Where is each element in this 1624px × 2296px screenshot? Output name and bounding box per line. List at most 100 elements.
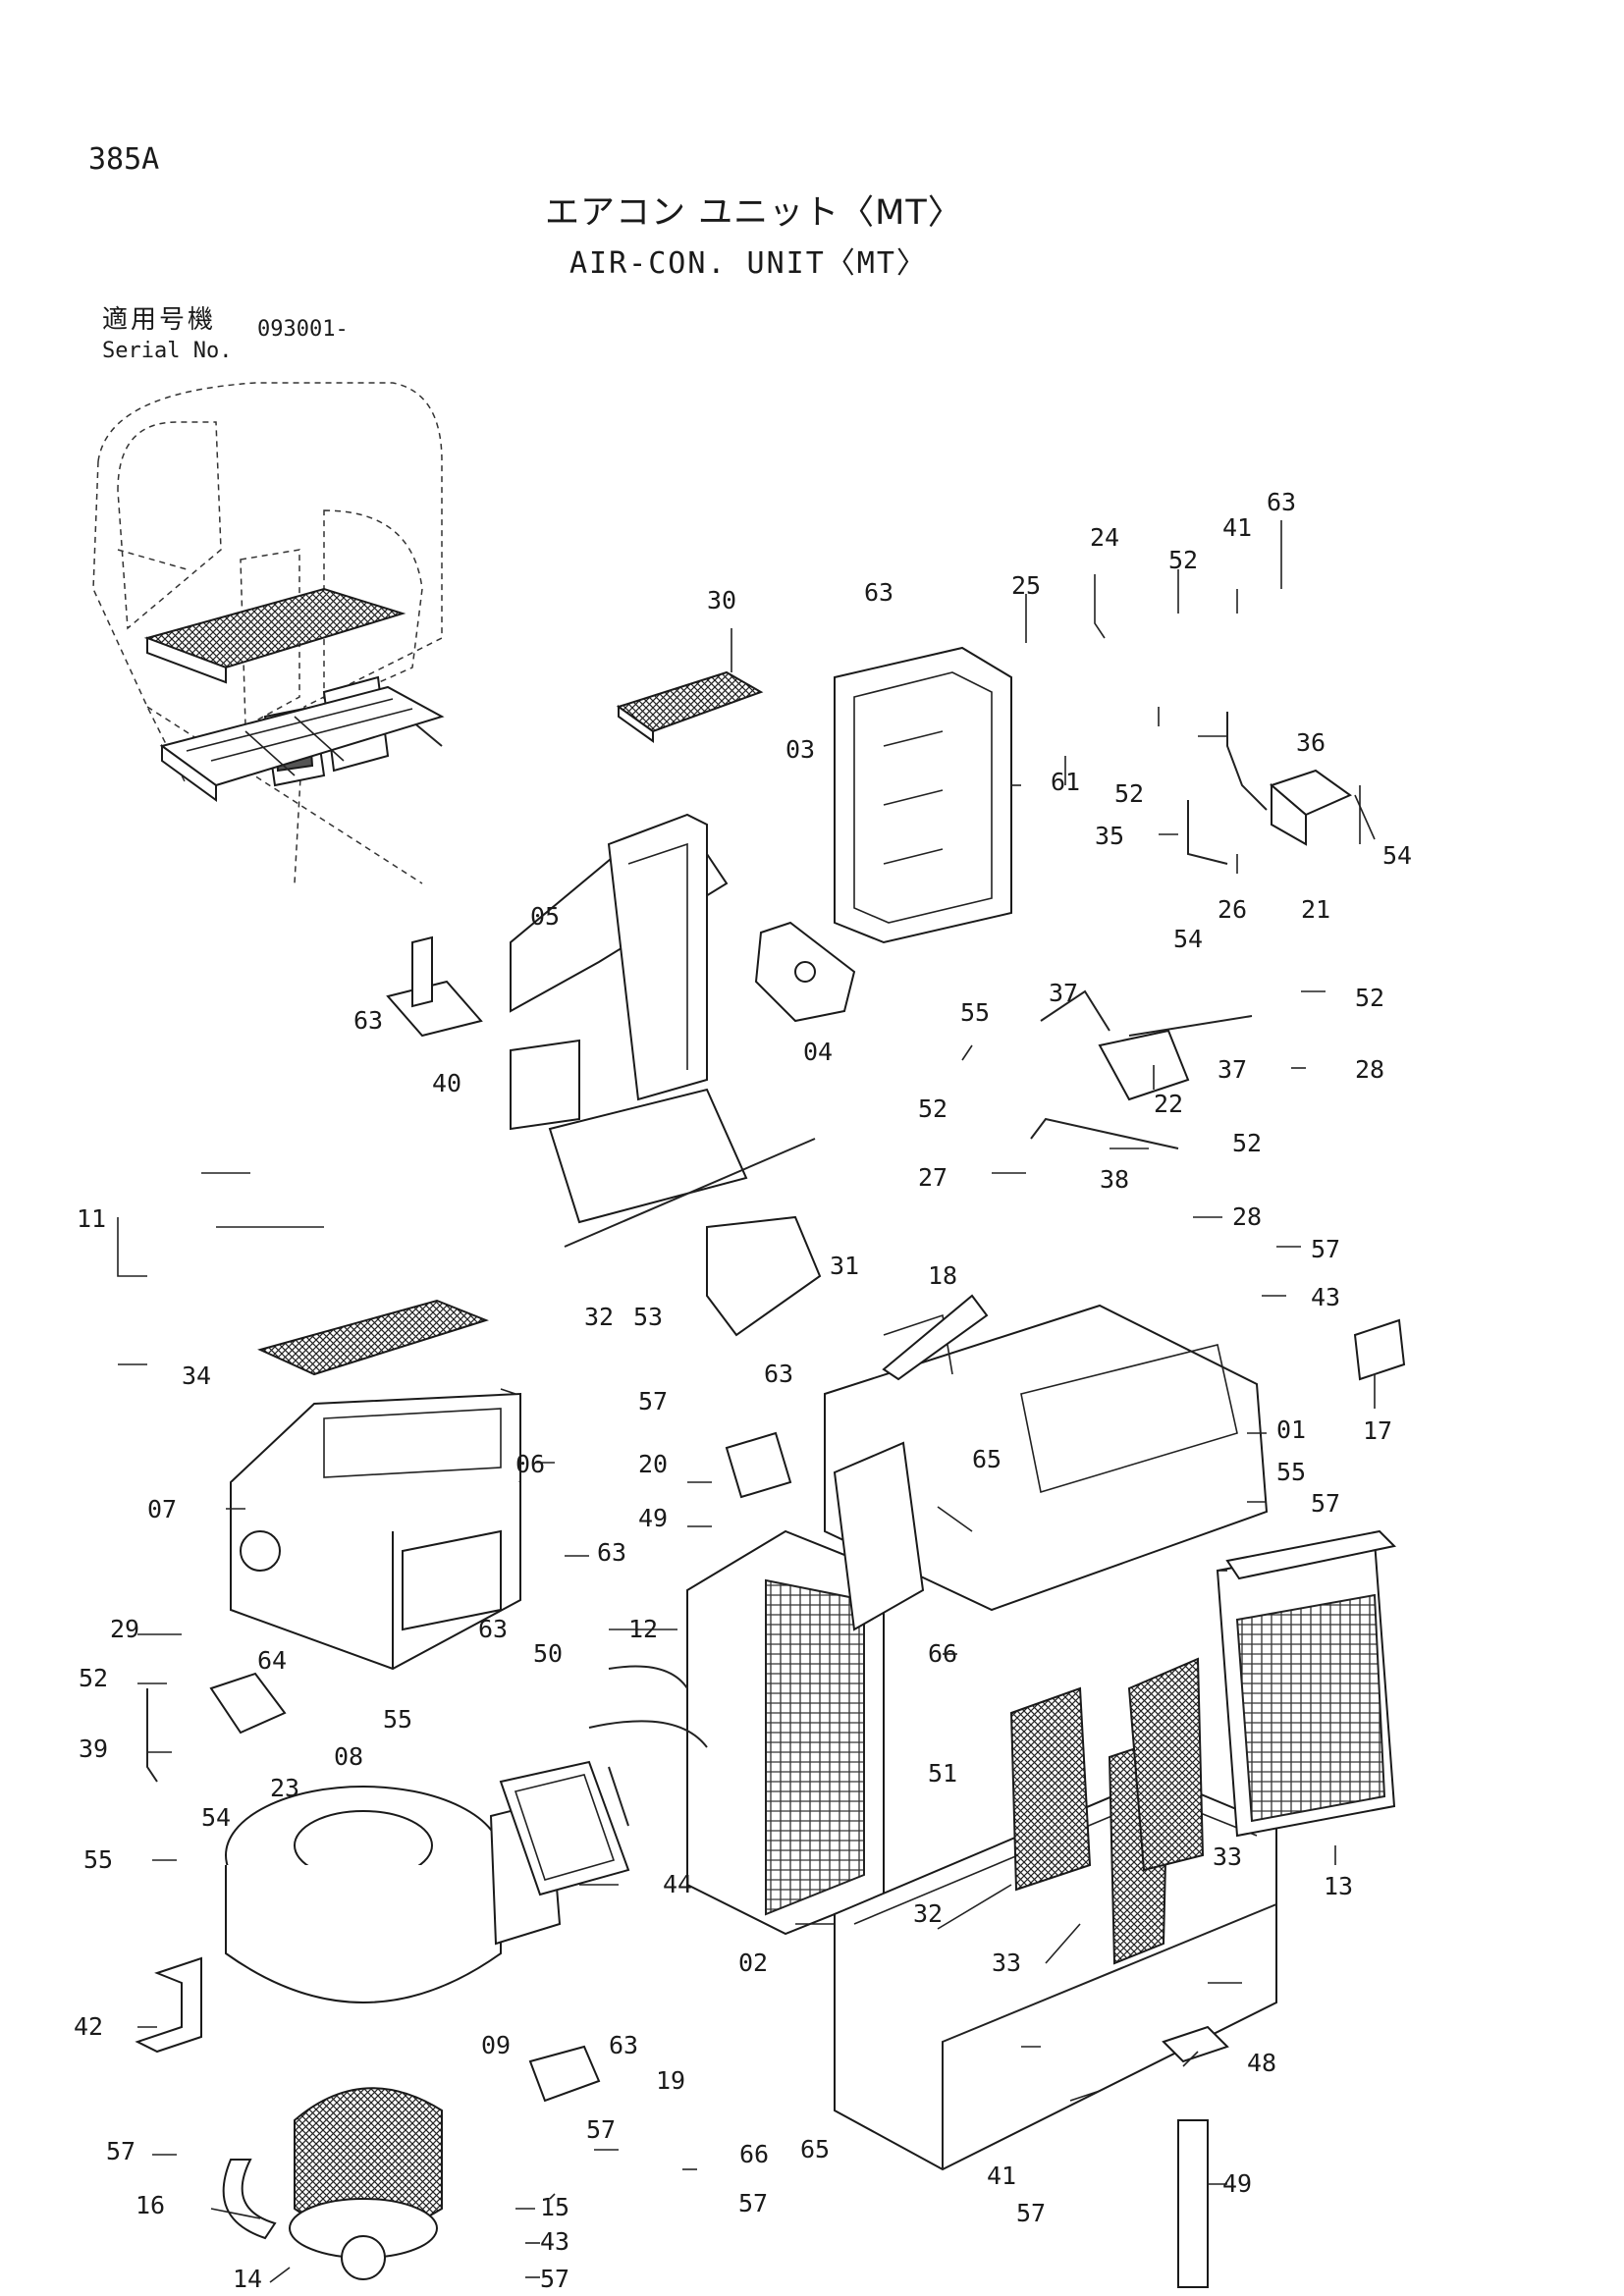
callout-14: 14 (233, 2265, 262, 2293)
callout-13: 13 (1324, 1872, 1353, 1900)
callout-labels: 63 24 41 52 30 63 25 03 61 52 36 35 54 2… (74, 488, 1412, 2293)
callout-47: 43 (540, 2227, 569, 2256)
callout-06: 06 (515, 1450, 545, 1478)
callout-59: 57 (1016, 2199, 1046, 2227)
callout-50: 48 (1247, 2049, 1276, 2077)
callout-48: 43 (1311, 1283, 1340, 1311)
callout-32: 32 (584, 1303, 614, 1331)
callout-22: 22 (1154, 1090, 1183, 1118)
callout-65: 65 (800, 2135, 830, 2163)
callout-40: 38 (1100, 1165, 1129, 1194)
callout-55: 52 (1232, 1129, 1262, 1157)
callout-35: 33 (1213, 1842, 1242, 1871)
callout-55: 52 (1114, 779, 1144, 808)
link-04 (754, 921, 856, 1023)
callout-58: 55 (960, 998, 990, 1027)
callout-55: 52 (79, 1664, 108, 1692)
callout-57: 54 (201, 1803, 231, 1832)
callout-04: 04 (803, 1038, 833, 1066)
callout-61: 63 (1267, 488, 1296, 516)
callout-46: 41 (1222, 513, 1252, 542)
callout-64: 65 (972, 1445, 1001, 1473)
callout-28: 28 (1355, 1055, 1384, 1084)
callout-59: 57 (540, 2265, 569, 2293)
actuator-parts (209, 769, 1406, 2103)
callout-11: 11 (77, 1204, 106, 1233)
callout-60: 61 (1051, 768, 1080, 796)
leader-lines (117, 520, 1376, 2283)
gasket-49 (499, 1760, 630, 1896)
callout-39: 37 (1049, 979, 1078, 1007)
callout-28: 28 (1232, 1202, 1262, 1231)
callout-09: 09 (481, 2031, 511, 2059)
filter-36 (257, 1299, 489, 1376)
callout-59: 57 (1311, 1235, 1340, 1263)
callout-57: 54 (1382, 841, 1412, 870)
callout-21: 21 (1301, 895, 1330, 924)
callout-25: 25 (1011, 571, 1041, 600)
bracket-44 (135, 1956, 202, 2054)
callout-01: 01 (1276, 1415, 1306, 1444)
callout-56: 53 (633, 1303, 663, 1331)
callout-52: 49 (638, 1504, 668, 1532)
doors-33-35 (1009, 1657, 1205, 1965)
callout-44: 42 (74, 2012, 103, 2041)
callout-54: 51 (928, 1759, 957, 1788)
callout-20: 20 (638, 1450, 668, 1478)
callout-05: 05 (530, 902, 560, 931)
callout-34: 33 (992, 1949, 1021, 1977)
fan-case-08 (225, 1786, 562, 2003)
callout-31: 31 (830, 1252, 859, 1280)
serial-label-english: Serial No. (102, 339, 233, 363)
callout-02: 02 (738, 1949, 768, 1977)
main-case-01 (824, 1304, 1269, 1631)
callout-51: 49 (1222, 2169, 1252, 2198)
callout-61: 63 (597, 1538, 626, 1567)
callout-61: 63 (864, 578, 893, 607)
callout-15: 15 (540, 2193, 569, 2221)
plate-32 (548, 1088, 822, 1337)
callout-27: 27 (918, 1163, 947, 1192)
callout-59: 57 (106, 2137, 135, 2165)
callout-61: 63 (609, 2031, 638, 2059)
callout-37: 35 (1095, 822, 1124, 850)
callout-59: 57 (738, 2189, 768, 2217)
callout-58: 55 (1276, 1458, 1306, 1486)
heater-core-13 (1216, 1529, 1397, 1838)
callout-08: 08 (334, 1742, 363, 1771)
callout-36: 34 (182, 1362, 211, 1390)
callout-58: 55 (383, 1705, 412, 1734)
callout-58: 55 (83, 1845, 113, 1874)
callout-59: 57 (1311, 1489, 1340, 1518)
callout-61: 63 (353, 1006, 383, 1035)
callout-03: 03 (785, 735, 815, 764)
filter-30 (616, 670, 764, 743)
page-number: 385A (88, 142, 160, 177)
blower-fan-14 (289, 2087, 443, 2280)
callout-16: 16 (135, 2191, 165, 2219)
callout-41: 39 (79, 1735, 108, 1763)
evaporator-12 (588, 1529, 885, 1936)
callout-26: 26 (1218, 895, 1247, 924)
callout-39: 37 (1218, 1055, 1247, 1084)
callout-55: 52 (1168, 546, 1198, 574)
callout-17: 17 (1363, 1416, 1392, 1445)
callout-29: 29 (110, 1615, 139, 1643)
callout-38: 36 (1296, 728, 1326, 757)
rods-and-cables (146, 712, 1268, 2288)
page-title-english: AIR-CON. UNIT〈MT〉 (569, 246, 928, 281)
page-title-japanese: エアコン ユニット〈MT〉 (545, 193, 963, 233)
callout-66: 66 (928, 1639, 957, 1668)
callout-24: 24 (1090, 523, 1119, 552)
case-03 (834, 646, 1012, 944)
callout-63: 64 (257, 1646, 287, 1675)
callout-33: 32 (913, 1899, 943, 1928)
callout-55: 52 (1355, 984, 1384, 1012)
callout-61: 63 (764, 1360, 793, 1388)
callout-07: 07 (147, 1495, 177, 1523)
callout-61: 63 (478, 1615, 508, 1643)
duct-05 (510, 813, 729, 1131)
hose-16 (222, 2159, 277, 2240)
